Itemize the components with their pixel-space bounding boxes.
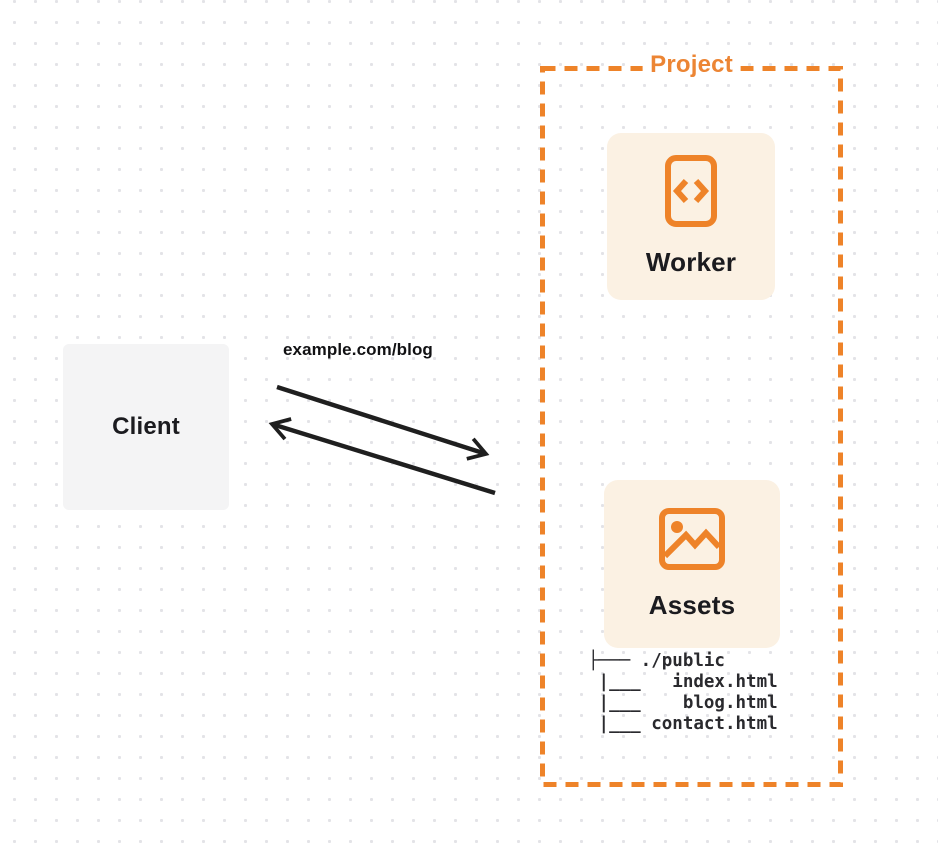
project-label: Project bbox=[642, 51, 741, 79]
worker-node: Worker bbox=[607, 133, 775, 300]
client-node: Client bbox=[63, 344, 229, 510]
assets-label: Assets bbox=[648, 589, 736, 620]
file-tree-line: ├─── ./public bbox=[588, 651, 725, 671]
client-label: Client bbox=[112, 413, 180, 440]
code-file-icon bbox=[665, 155, 717, 227]
image-icon bbox=[659, 507, 725, 570]
request-url-label: example.com/blog bbox=[283, 340, 433, 359]
file-tree-line: |___ blog.html bbox=[588, 693, 778, 713]
file-tree-line: |___ contact.html bbox=[588, 714, 778, 734]
request-arrow bbox=[276, 384, 490, 461]
response-arrow bbox=[268, 417, 496, 496]
project-boundary: Project Worker Assets ├─── ./public |___… bbox=[540, 51, 843, 787]
assets-node: Assets bbox=[604, 480, 780, 648]
assets-file-tree: ├─── ./public |___ index.html |___ blog.… bbox=[588, 651, 778, 735]
worker-label: Worker bbox=[645, 247, 737, 277]
file-tree-line: |___ index.html bbox=[588, 672, 778, 692]
